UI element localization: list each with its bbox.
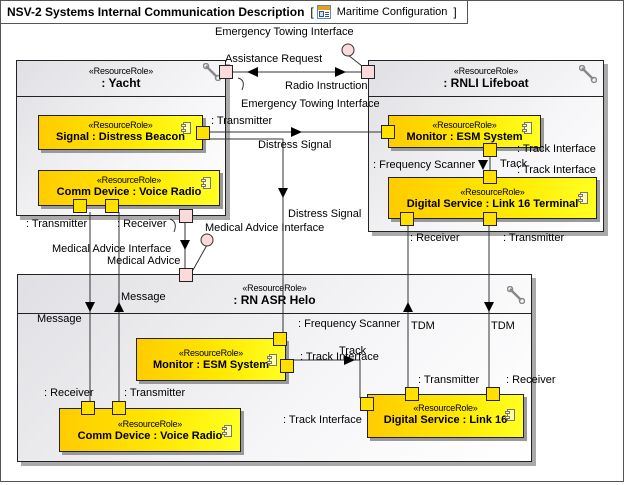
wrench-icon	[579, 65, 597, 83]
part-helo-header: «ResourceRole» : RN ASR Helo	[18, 275, 531, 314]
component-helo-link16[interactable]: «ResourceRole» Digital Service : Link 16	[367, 394, 524, 438]
component-icon	[181, 122, 191, 134]
port-yacht-medical[interactable]	[179, 209, 193, 223]
diagram-icon	[316, 5, 331, 19]
stereotype-label: «ResourceRole»	[460, 187, 525, 197]
component-name: Comm Device : Voice Radio	[56, 186, 202, 198]
label-message-2: Message	[37, 313, 82, 325]
port-helo-esm-frequency[interactable]	[273, 332, 287, 346]
component-icon	[201, 177, 211, 189]
diagram-title: NSV-2 Systems Internal Communication Des…	[7, 5, 305, 19]
label-track-1: Track	[500, 158, 528, 170]
label-emergency-towing-top: Emergency Towing Interface	[215, 26, 354, 38]
component-name: Monitor : ESM System	[152, 359, 270, 371]
label-distress-signal-1: Distress Signal	[258, 139, 332, 151]
close-bracket: ]	[453, 5, 457, 19]
stereotype-label: «ResourceRole»	[96, 175, 162, 185]
stereotype-label: «ResourceRole»	[178, 348, 244, 358]
label-emergency-towing-mid: Emergency Towing Interface	[241, 98, 380, 110]
label-medical-advice-interface-right: Medical Advice Interface	[205, 222, 325, 234]
component-name: Signal : Distress Beacon	[56, 131, 185, 143]
port-lifeboat-esm-frequency[interactable]	[381, 125, 395, 139]
component-icon	[505, 409, 515, 421]
label-link16-receiver: : Receiver	[506, 374, 556, 386]
stereotype-label: «ResourceRole»	[413, 403, 478, 413]
label-terminal-track-interface: : Track Interface	[517, 164, 596, 176]
label-assistance-request: Assistance Request	[225, 53, 323, 65]
configuration-name[interactable]: Maritime Configuration	[336, 6, 448, 18]
label-helo-track-interface: : Track Interface	[300, 351, 379, 363]
stereotype-label: «ResourceRole»	[88, 66, 154, 76]
label-yacht-radio-receiver: : Receiver	[117, 218, 167, 230]
stereotype-label: «ResourceRole»	[88, 120, 153, 130]
port-helo-medical[interactable]	[179, 268, 193, 282]
open-bracket: [	[310, 5, 314, 19]
component-icon	[222, 425, 232, 437]
part-lifeboat-header: «ResourceRole» : RNLI Lifeboat	[369, 61, 603, 97]
wrench-icon	[507, 286, 525, 304]
component-icon	[578, 192, 588, 204]
stereotype-label: «ResourceRole»	[453, 66, 519, 76]
label-medical-advice-interface-left: Medical Advice Interface	[52, 243, 172, 255]
label-helo-radio-receiver: : Receiver	[44, 387, 94, 399]
port-link16-receiver[interactable]	[486, 387, 500, 401]
label-medical-advice: Medical Advice	[107, 255, 181, 267]
port-terminal-track[interactable]	[483, 170, 497, 184]
component-helo-voice-radio[interactable]: «ResourceRole» Comm Device : Voice Radio	[59, 408, 241, 452]
label-message-1: Message	[121, 291, 166, 303]
part-yacht-header: «ResourceRole» : Yacht	[17, 61, 225, 97]
label-tdm-2: TDM	[491, 320, 515, 332]
port-yacht-radio-receiver[interactable]	[105, 199, 119, 213]
component-name: Digital Service : Link 16 Terminal	[406, 198, 579, 210]
stereotype-label: «ResourceRole»	[242, 283, 307, 293]
label-track-2: Track	[339, 345, 367, 357]
component-lifeboat-esm-system[interactable]: «ResourceRole» Monitor : ESM System	[388, 115, 541, 148]
port-helo-radio-transmitter[interactable]	[112, 401, 126, 415]
port-lifeboat-esm-track[interactable]	[483, 143, 497, 157]
label-esm-frequency-scanner: : Frequency Scanner	[373, 159, 476, 171]
label-tdm-1: TDM	[411, 320, 435, 332]
port-link16-track[interactable]	[360, 397, 374, 411]
component-name: Monitor : ESM System	[406, 131, 523, 143]
label-terminal-receiver: : Receiver	[410, 232, 460, 244]
port-beacon-transmitter[interactable]	[196, 126, 210, 140]
label-helo-frequency-scanner: : Frequency Scanner	[298, 318, 401, 330]
component-icon	[522, 122, 532, 134]
component-link16-terminal[interactable]: «ResourceRole» Digital Service : Link 16…	[388, 177, 597, 219]
label-radio-instruction: Radio Instruction	[285, 80, 368, 92]
part-name: : RNLI Lifeboat	[443, 76, 529, 90]
part-name: : Yacht	[101, 76, 141, 90]
label-beacon-transmitter: : Transmitter	[211, 115, 273, 127]
component-icon	[267, 354, 277, 366]
port-helo-radio-receiver[interactable]	[81, 401, 95, 415]
port-terminal-transmitter[interactable]	[483, 212, 497, 226]
port-link16-transmitter[interactable]	[405, 387, 419, 401]
component-yacht-voice-radio[interactable]: «ResourceRole» Comm Device : Voice Radio	[38, 170, 220, 206]
label-helo-radio-transmitter: : Transmitter	[124, 387, 186, 399]
label-terminal-transmitter: : Transmitter	[503, 232, 565, 244]
port-lifeboat-towing[interactable]	[361, 65, 375, 79]
port-yacht-radio-transmitter[interactable]	[73, 199, 87, 213]
label-link16-transmitter: : Transmitter	[418, 374, 480, 386]
label-yacht-radio-transmitter: : Transmitter	[26, 218, 88, 230]
label-distress-signal-2: Distress Signal	[288, 208, 362, 220]
component-name: Digital Service : Link 16	[383, 414, 508, 426]
component-distress-beacon[interactable]: «ResourceRole» Signal : Distress Beacon	[38, 115, 203, 150]
part-name: : RN ASR Helo	[233, 293, 316, 307]
port-helo-esm-track[interactable]	[280, 359, 294, 373]
port-terminal-receiver[interactable]	[400, 212, 414, 226]
component-name: Comm Device : Voice Radio	[77, 430, 223, 442]
diagram-title-tab: NSV-2 Systems Internal Communication Des…	[1, 1, 468, 24]
stereotype-label: «ResourceRole»	[117, 419, 183, 429]
port-yacht-towing[interactable]	[219, 65, 233, 79]
label-esm-track-interface: : Track Interface	[517, 143, 596, 155]
component-helo-esm-system[interactable]: «ResourceRole» Monitor : ESM System	[136, 338, 286, 381]
stereotype-label: «ResourceRole»	[432, 120, 497, 130]
label-link16-track-interface: : Track Interface	[283, 414, 362, 426]
